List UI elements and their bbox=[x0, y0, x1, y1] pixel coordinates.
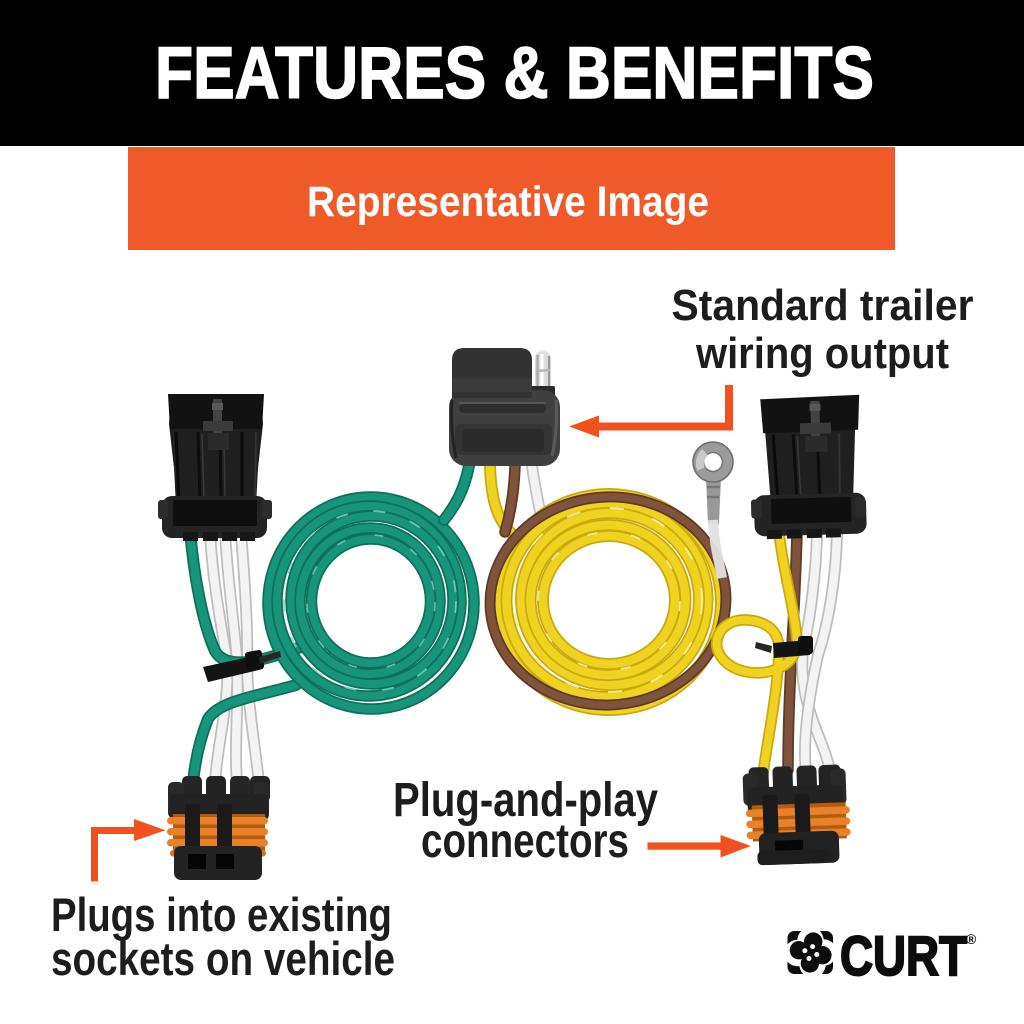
svg-text:FEATURES & BENEFITS: FEATURES & BENEFITS bbox=[155, 31, 874, 114]
svg-text:connectors: connectors bbox=[421, 815, 629, 868]
svg-text:Plug-and-play: Plug-and-play bbox=[393, 774, 658, 827]
svg-text:wiring output: wiring output bbox=[695, 329, 949, 378]
svg-text:sockets on vehicle: sockets on vehicle bbox=[51, 932, 395, 985]
svg-text:Plugs into existing: Plugs into existing bbox=[51, 888, 392, 941]
svg-text:®: ® bbox=[966, 931, 977, 947]
svg-text:CURT: CURT bbox=[840, 924, 967, 987]
svg-text:Representative Image: Representative Image bbox=[307, 179, 709, 226]
svg-text:Standard trailer: Standard trailer bbox=[672, 281, 974, 330]
